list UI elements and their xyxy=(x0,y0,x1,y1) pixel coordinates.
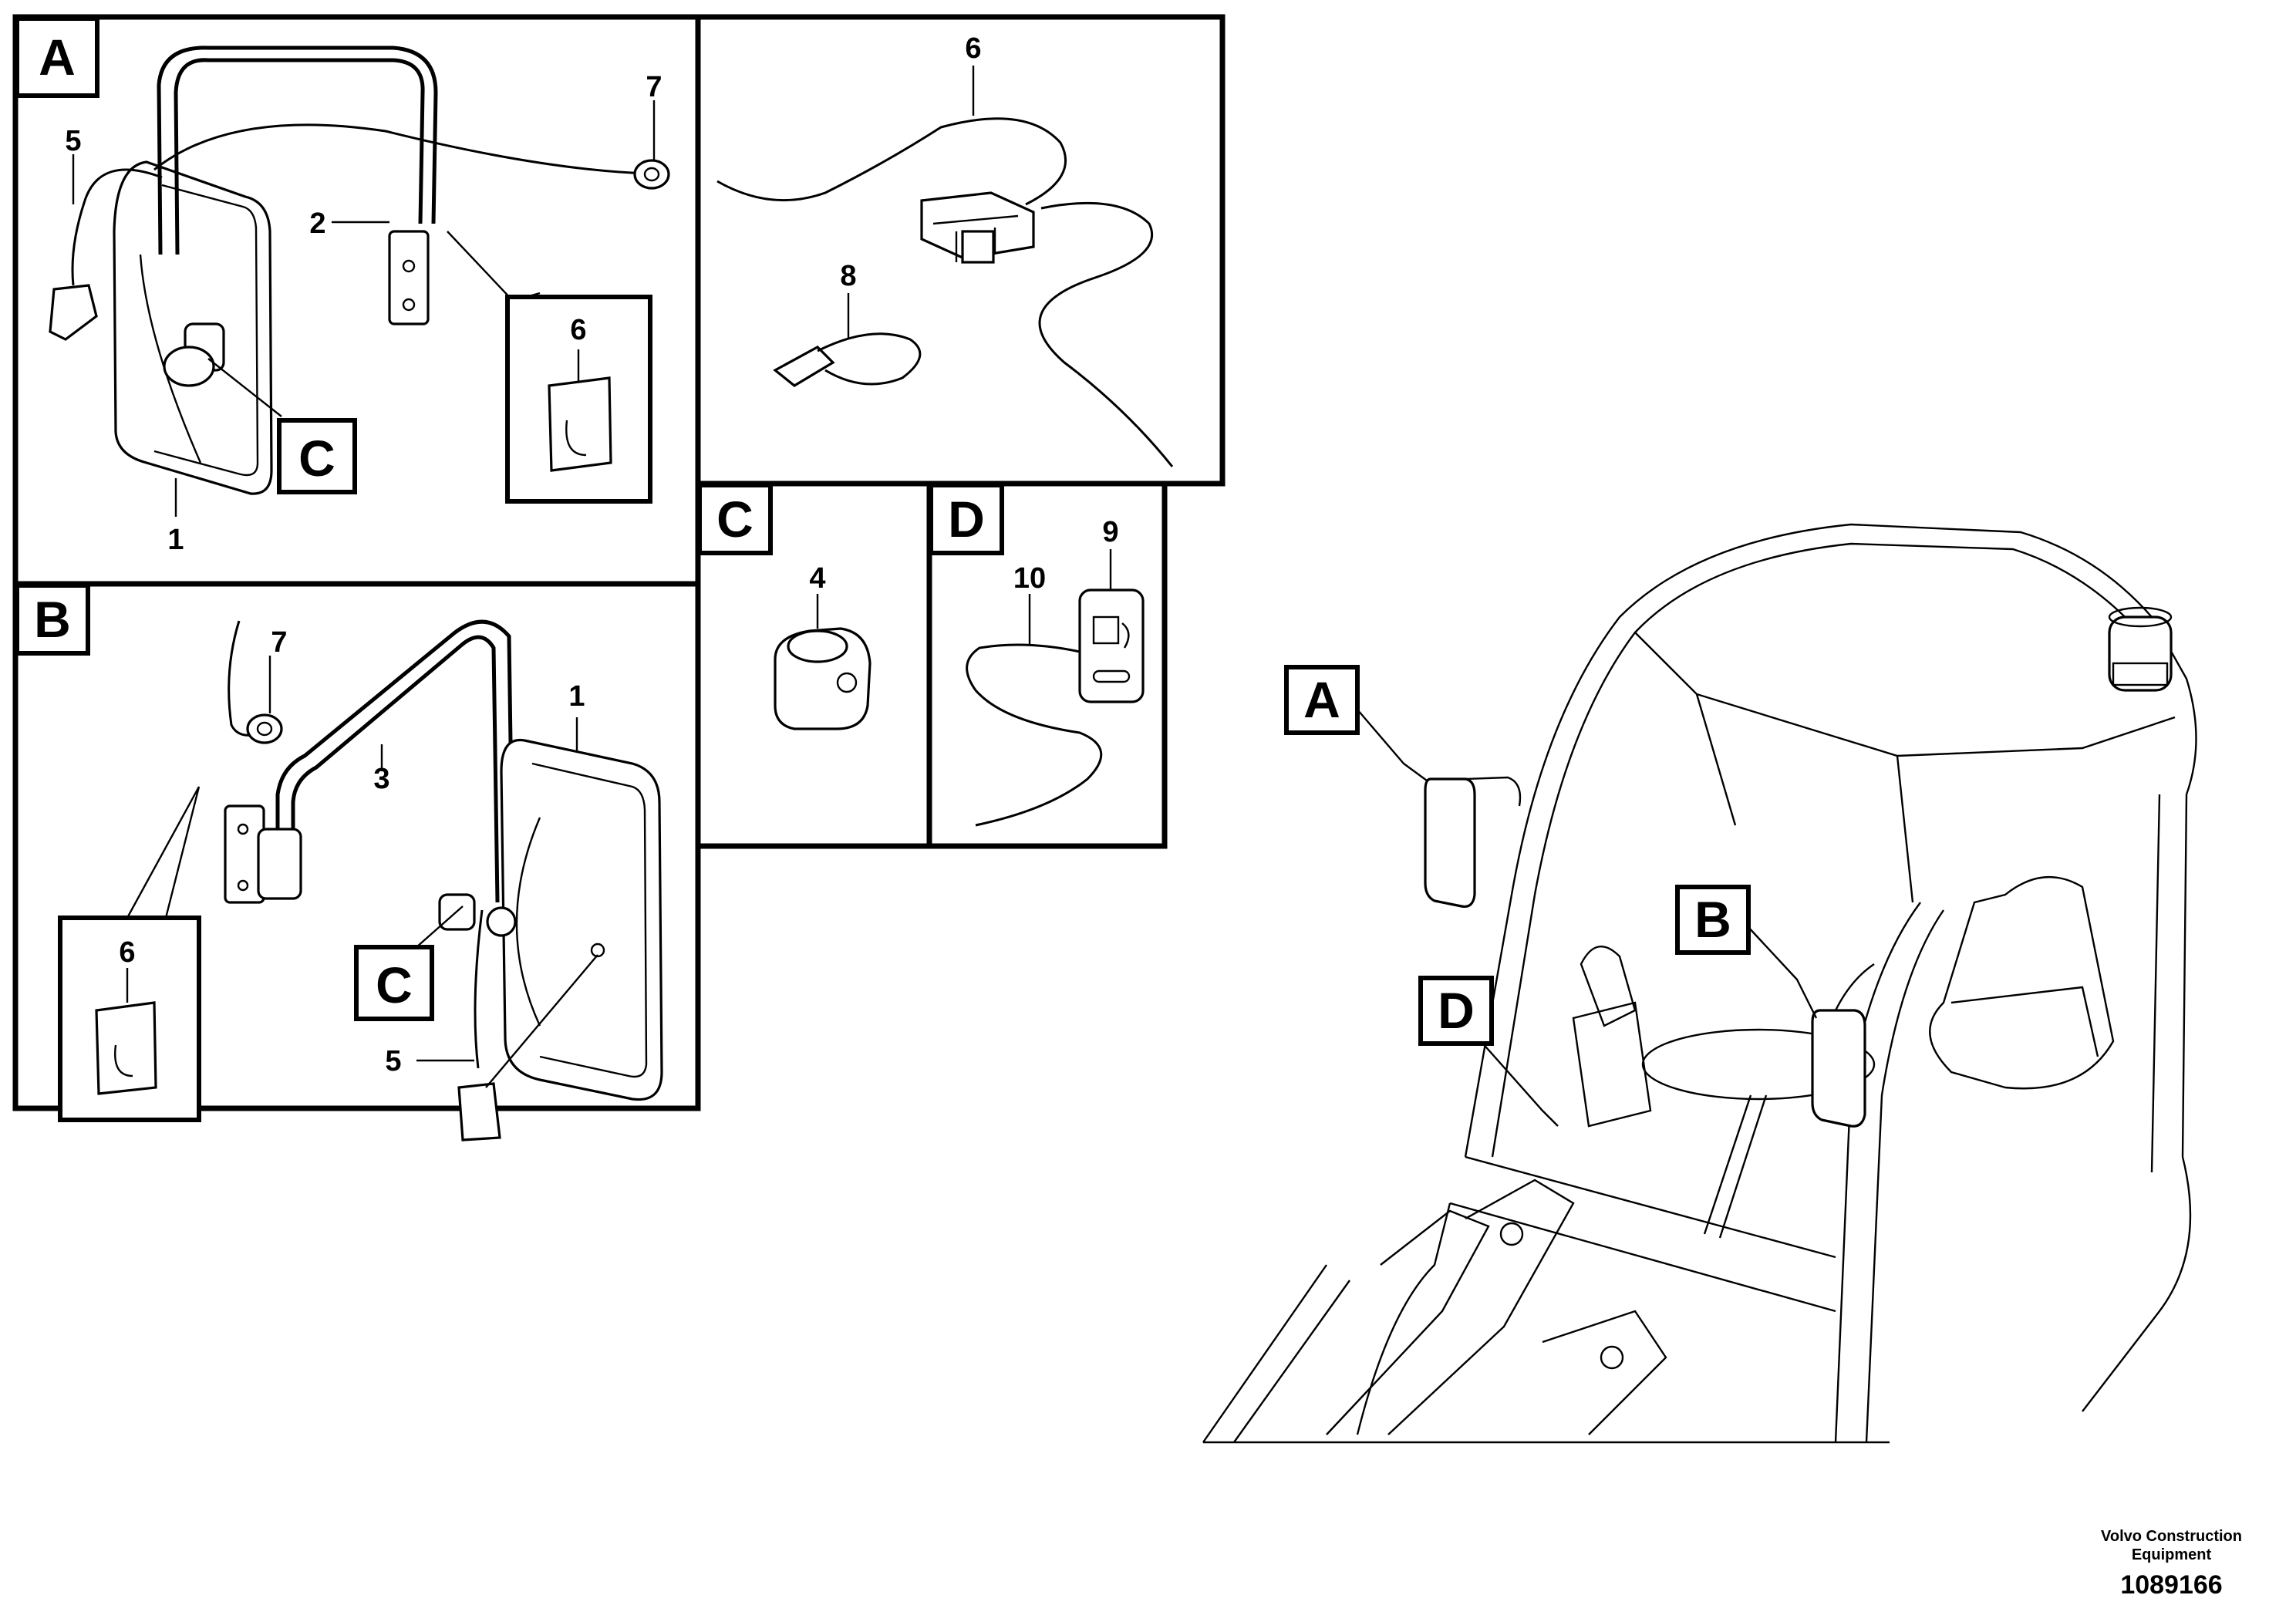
switch-part xyxy=(1078,588,1145,703)
callout-a-7: 7 xyxy=(646,71,662,103)
callout-a-5: 6 xyxy=(570,314,586,346)
footer-credit: Volvo Construction Equipment 1089166 xyxy=(2101,1527,2242,1600)
callout-a-6: 5 xyxy=(65,125,81,157)
callout-a-2: 2 xyxy=(309,207,325,240)
panel-a-detail-ref: C xyxy=(298,430,335,487)
panel-b-detail-ref: C xyxy=(376,956,413,1013)
mirror-part-b xyxy=(500,738,663,1101)
cable-tie xyxy=(773,332,922,387)
panel-harness: 6 8 xyxy=(695,14,1226,487)
callout-d-10: 10 xyxy=(1013,562,1046,595)
panel-a-label: A xyxy=(39,29,76,86)
grommet-part xyxy=(633,159,670,190)
bracket-part xyxy=(388,230,430,325)
connector-b xyxy=(457,1082,501,1141)
harness-connector xyxy=(920,191,1035,264)
brand-line-2: Equipment xyxy=(2131,1546,2212,1563)
document-number: 1089166 xyxy=(2120,1570,2223,1600)
panel-d: D 9 10 xyxy=(926,481,1168,849)
clip-b xyxy=(95,1001,157,1095)
panel-b: B 7 6 xyxy=(12,581,701,1141)
panel-b-label: B xyxy=(34,591,71,648)
overview-label-b: B xyxy=(1694,891,1731,948)
panel-c-label: C xyxy=(716,491,754,548)
panel-c: C 4 xyxy=(695,481,932,849)
beacon-light xyxy=(2108,606,2173,692)
clip-part xyxy=(548,376,612,472)
callout-b-6: 5 xyxy=(385,1045,401,1077)
callout-d-9: 9 xyxy=(1102,516,1118,548)
callout-b-7: 7 xyxy=(271,626,287,659)
clamp-part xyxy=(774,627,872,730)
callout-b-5: 6 xyxy=(119,936,135,969)
callout-b-1: 1 xyxy=(568,680,585,713)
brand-line-1: Volvo Construction xyxy=(2101,1528,2242,1545)
panel-a: A 6 C xyxy=(12,14,701,587)
callout-a-1: 1 xyxy=(167,524,184,556)
machine-overview: A B D xyxy=(1202,523,2197,1444)
knob-part xyxy=(163,322,225,387)
grommet-b xyxy=(246,713,283,744)
callout-b-3: 3 xyxy=(373,763,389,795)
connector-part xyxy=(49,284,98,341)
panel-d-label: D xyxy=(948,491,985,548)
overview-label-a: A xyxy=(1303,671,1340,728)
callout-c-4: 4 xyxy=(809,562,825,595)
callout-harness-6: 6 xyxy=(965,32,981,65)
callout-harness-8: 8 xyxy=(840,260,856,292)
overview-label-d: D xyxy=(1438,982,1475,1039)
